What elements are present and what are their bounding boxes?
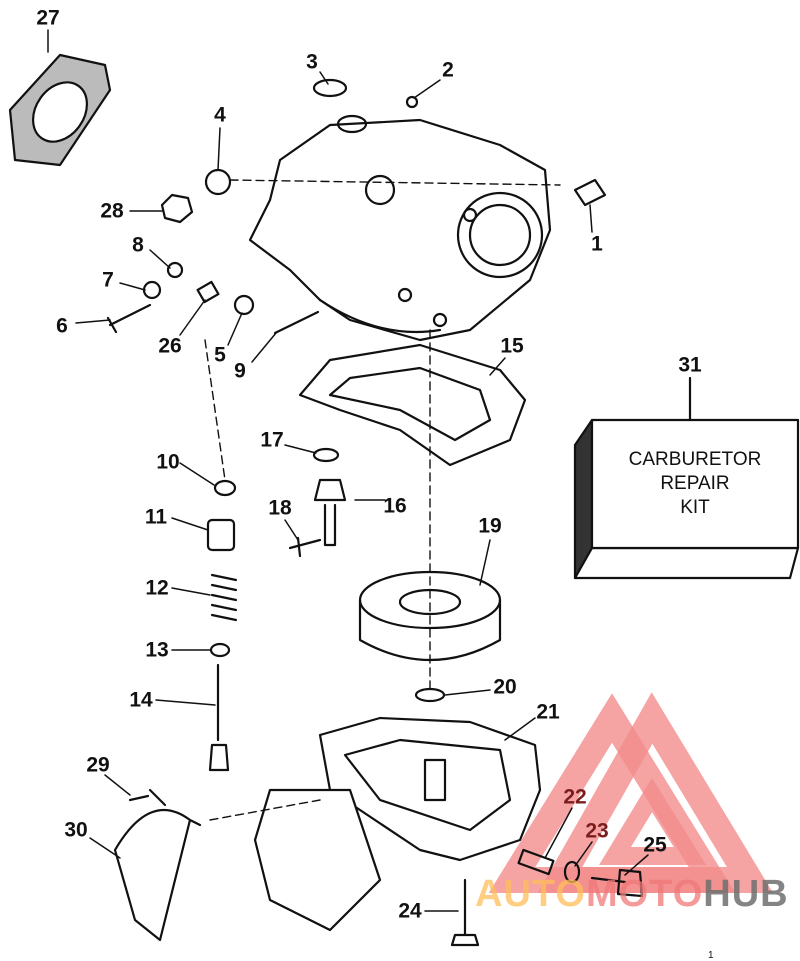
callout-15: 15 [500,334,524,358]
callout-9: 9 [234,359,246,383]
watermark-auto: AUTO [475,873,586,915]
callout-6: 6 [56,314,68,338]
washer-23 [563,860,581,884]
clip-18 [288,536,322,558]
ball-2 [405,95,419,109]
callout-23: 23 [585,819,609,843]
kit-line-1: CARBURETOR [628,449,762,470]
watermark-logo-triangles [488,692,774,893]
screw-6 [106,303,152,334]
callout-10: 10 [156,450,180,474]
washer-10 [213,479,237,497]
callout-4: 4 [214,103,226,127]
screw-24 [450,878,480,947]
assembly-lines [204,179,561,821]
callout-27: 27 [36,6,60,30]
washer-13 [209,642,231,658]
carburetor-body [248,114,552,342]
washer-20 [414,687,446,703]
ball-4 [204,168,232,196]
watermark-text: AUTOMOTOHUB [475,875,789,913]
needle-16 [313,478,347,547]
plug-11 [206,518,236,552]
screw-1 [573,178,607,207]
kit-line-2: REPAIR [660,473,730,494]
callout-21: 21 [536,700,560,724]
washer-5 [233,294,255,316]
kit-line-3: KIT [680,497,710,518]
gasket-17 [312,447,340,463]
callout-19: 19 [478,514,502,538]
callout-18: 18 [268,496,292,520]
repair-kit-label: CARBURETOR REPAIR KIT [592,420,798,548]
callout-22: 22 [563,785,587,809]
callout-14: 14 [129,688,153,712]
gasket-15 [298,343,527,467]
float-bowl-21 [253,716,542,932]
callout-20: 20 [493,675,517,699]
callout-12: 12 [145,576,169,600]
needle-14 [208,663,230,772]
callout-3: 3 [306,50,318,74]
gasket-27 [8,53,112,167]
callout-1: 1 [591,232,603,256]
callout-13: 13 [145,638,169,662]
callout-8: 8 [132,233,144,257]
clamp-30 [113,808,202,942]
plug-3 [312,78,348,98]
callout-25: 25 [643,833,667,857]
jet-25 [590,868,644,898]
callout-31: 31 [678,353,702,377]
callout-17: 17 [260,428,284,452]
callout-24: 24 [398,899,422,923]
callout-28: 28 [100,199,124,223]
spring-7 [142,280,162,300]
spring-12 [210,573,238,622]
leader-lines [47,29,649,912]
repair-kit-box [573,376,800,580]
screw-29 [128,788,167,807]
callout-5: 5 [214,343,226,367]
watermark-hub: HUB [703,873,789,915]
callout-11: 11 [144,505,168,529]
bushing-26 [196,280,220,304]
callout-16: 16 [383,494,407,518]
callout-29: 29 [86,753,110,777]
callout-30: 30 [64,818,88,842]
page-mark: 1 [708,950,714,961]
callout-2: 2 [442,58,454,82]
pin-9 [273,310,320,335]
watermark-moto: MOTO [585,873,704,915]
nut-28 [160,193,194,224]
washer-8 [166,261,184,279]
callout-7: 7 [102,268,114,292]
callout-26: 26 [158,334,182,358]
jet-22 [517,848,555,876]
